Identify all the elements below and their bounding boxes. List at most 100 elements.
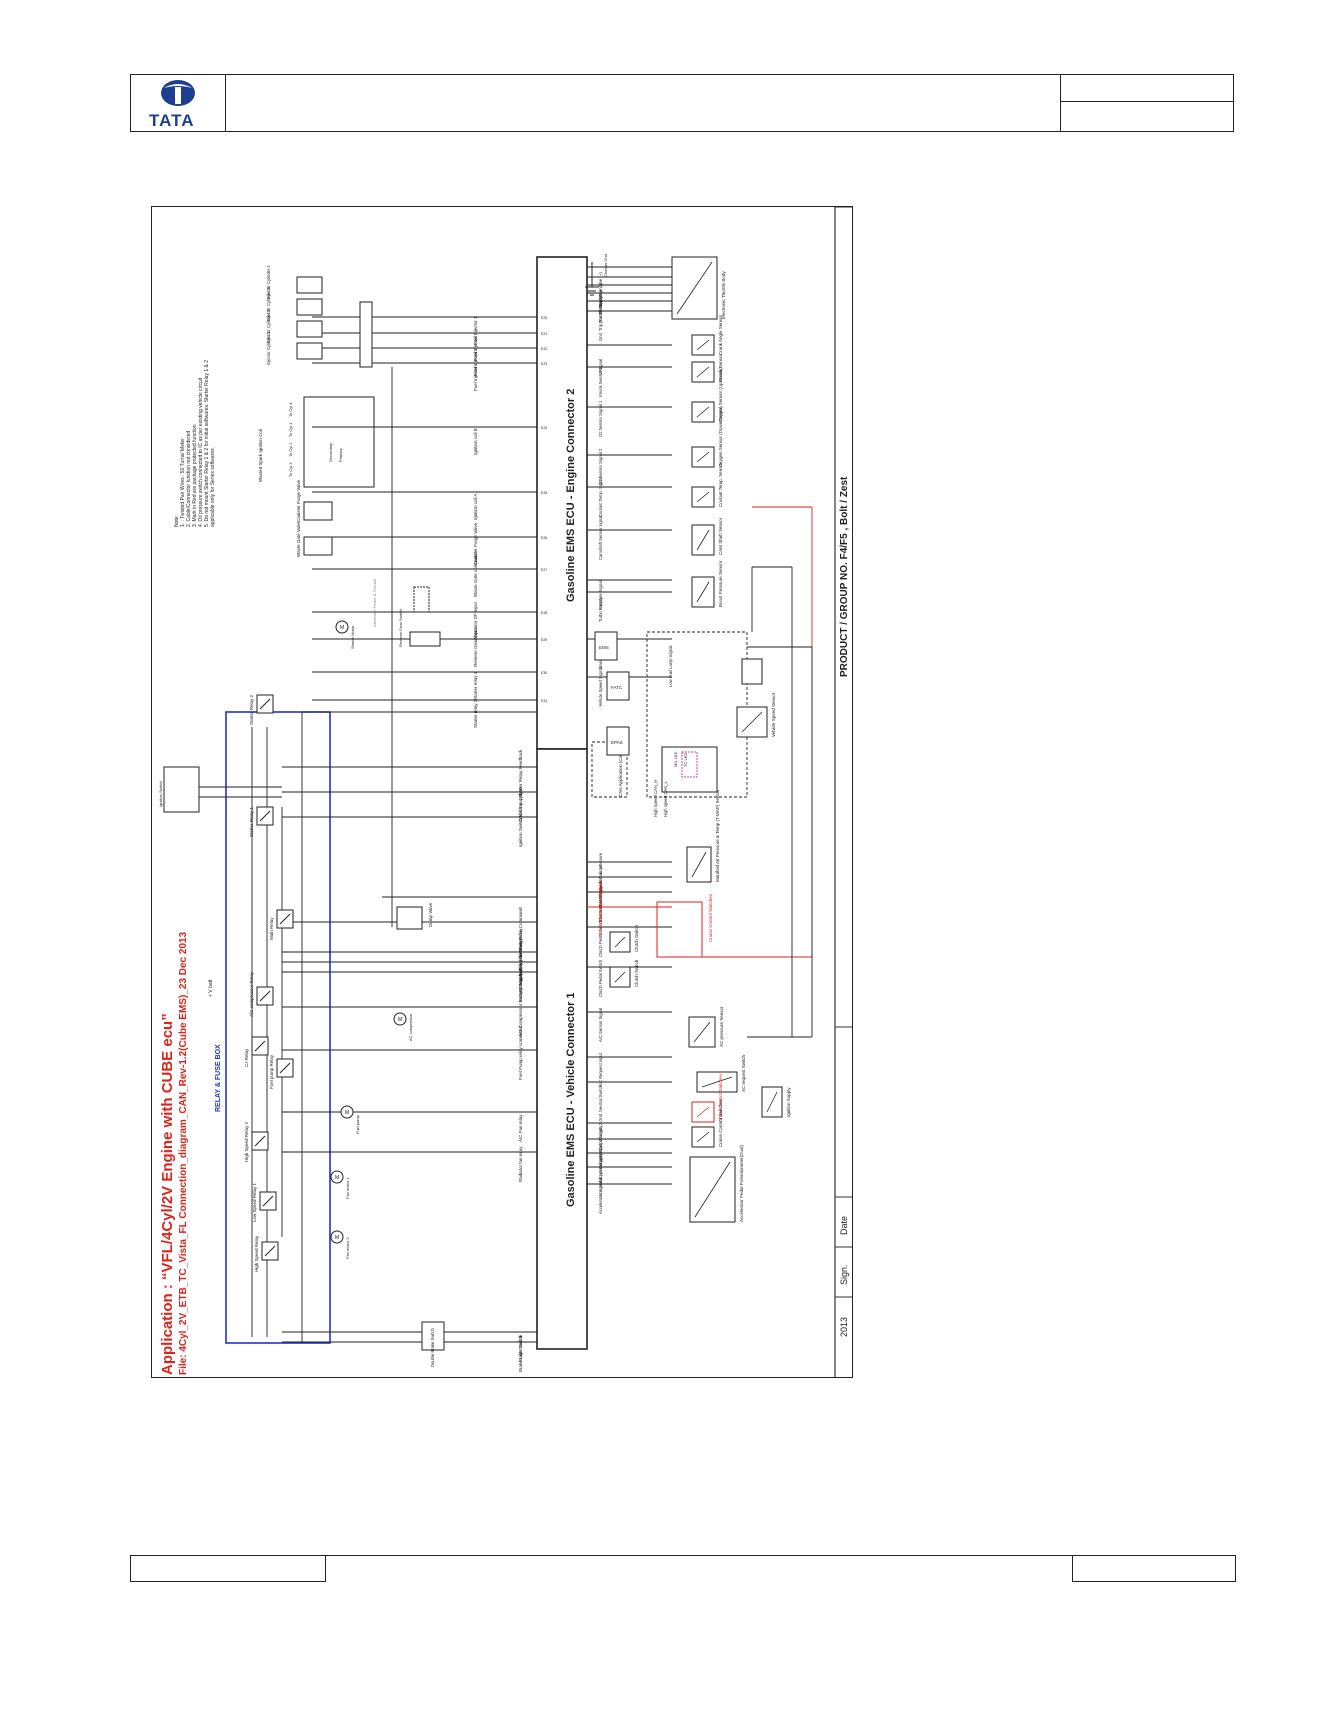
- fuel-injector: [296, 342, 323, 360]
- pin-label: E29: [541, 638, 547, 642]
- wiring-diagram-sheet: 2013 Sign. Date PRODUCT / GROUP NO. F4/F…: [151, 206, 853, 1378]
- pin-label: E20: [541, 316, 547, 320]
- ecu-connector-1-label: Gasoline EMS ECU - Vehicle Connector 1: [565, 992, 577, 1207]
- ac-comp-relay-label: A/C compressor Relay: [249, 971, 254, 1017]
- throttle-body-label: Electronic Throttle Body: [721, 271, 726, 319]
- crank-sensor-symbol: [696, 339, 710, 351]
- wires: [172, 266, 813, 1343]
- fuel-injector: [296, 320, 323, 338]
- low-fuel-lamp: [741, 658, 763, 685]
- high-speed-relay-contact: [264, 1245, 276, 1257]
- ecu2-signal-label: Waste Gate command: [473, 552, 478, 597]
- cruise-switch-symbol: [696, 1106, 710, 1118]
- right-signal-label: Clutch Pedal Switch: [598, 959, 603, 997]
- reverse-gear-label: Reverse Gear Switch: [398, 609, 403, 647]
- coolant-temp-sensor-symbol: [696, 491, 710, 503]
- relay-box-label: RELAY & FUSE BOX: [215, 1044, 222, 1112]
- right-signal-label: Throttle sensor 1: [598, 291, 603, 323]
- right-signal-label: Acc. pedal pot.1 Gnd: [598, 1143, 603, 1183]
- ground-icon: [585, 262, 599, 296]
- cylinder-label: To Cyl 4: [288, 402, 293, 417]
- tmap-sensor-label: Manifold Air Pressure & Temp (T-MAP) Sen…: [715, 789, 720, 882]
- ground-label: Chassis Gnd: [603, 254, 608, 277]
- waste-gate-label: Waste Gate Valve: [296, 521, 301, 557]
- starter-relay-2-label: Starter Relay 2: [249, 694, 254, 725]
- ecu-engine-connector-2: [536, 256, 588, 750]
- alternator: [413, 586, 430, 613]
- fuel-pump: [340, 1105, 354, 1119]
- wiring-diagram: 2013 Sign. Date PRODUCT / GROUP NO. F4/F…: [158, 207, 852, 1377]
- ignition-supply-label: Ignition Supply: [786, 1087, 791, 1117]
- hs-can-label: High Speed CAN_H: [653, 780, 658, 817]
- document-header: TATA: [130, 74, 1234, 132]
- dump-valve-label: Dump Valve: [428, 902, 433, 927]
- reverse-gear-switch: [409, 631, 441, 647]
- tmap-sensor-symbol: [691, 851, 707, 878]
- right-signal-label: Knock Sensor signal: [598, 359, 603, 397]
- cylinder-label: To Cyl 2: [288, 442, 293, 457]
- note-line: 1. : Twisted Pair Wires : 50 Turns/ Mete…: [180, 438, 186, 527]
- right-signal-label: O2 Sensor Signal 2: [598, 448, 603, 485]
- fuel-injector: [296, 276, 323, 294]
- right-signal-label: Acc. pedal pot.2 supply: [598, 1125, 603, 1169]
- fuel-injector: [296, 298, 323, 316]
- note-line: Note:: [174, 515, 180, 527]
- oxygen-upstream-symbol: [696, 406, 710, 418]
- pin-label: E27: [541, 568, 547, 572]
- right-signal-label: T-MAP Sensor Ground: [598, 864, 603, 907]
- canister-purge-valve: [303, 501, 333, 521]
- logo-text: TATA: [149, 111, 195, 130]
- knock-sensor-symbol: [696, 366, 710, 378]
- starter-relay-2-contact: [259, 698, 271, 710]
- cam-sensor-label: CAM Shaft Sensor: [718, 517, 723, 555]
- starter-relay-1-contact: [259, 810, 271, 822]
- ac-pressure-sensor-symbol: [693, 1021, 711, 1043]
- main-relay-label: Main Relay: [269, 917, 274, 940]
- ac-compressor: [393, 1012, 407, 1026]
- hs-can-l-label: High speed CAN_L: [663, 780, 668, 817]
- fan-motor-2-m: M: [335, 1235, 339, 1241]
- title-year: 2013: [839, 1317, 849, 1337]
- cj-relay-label: CJ Relay: [244, 1048, 249, 1067]
- tc-label: TC LED: [683, 753, 688, 767]
- pin-label: E25: [541, 491, 547, 495]
- cluster-led-box: [681, 751, 698, 778]
- ac-request-switch-symbol: [701, 1076, 733, 1088]
- ecu1-signal-label: A/C Compressor Relay Command: [518, 968, 523, 1037]
- right-signal-label: O2 Sensor Signal 1: [598, 400, 603, 437]
- right-signal-label: A/C Sensor Signal: [598, 1008, 603, 1042]
- cam-sensor-symbol: [696, 529, 710, 551]
- starter-motor-m: M: [340, 625, 344, 631]
- relay-fuse-box: [225, 711, 331, 1344]
- ems-label: EMS: [599, 645, 609, 650]
- header-info-box: [1060, 75, 1233, 131]
- ecu2-signal-label: Fuel Injector 3: [473, 347, 478, 376]
- cruise-control-box: [656, 901, 703, 958]
- vehicle-speed-sensor-label: Vehicle Speed Sensor: [771, 692, 776, 737]
- right-signal-label: Supply: [598, 596, 603, 610]
- footer-right-box: [1072, 1555, 1236, 1582]
- starter-relay-1-label: Starter Relay 1: [249, 806, 254, 837]
- ignition-switch-label: Ignition Switch: [158, 781, 163, 807]
- ecu2-signal-label: Alternator DF input: [473, 601, 478, 640]
- pin-label: E28: [541, 611, 547, 615]
- fuel-pump-label: Fuel pump: [355, 1114, 360, 1134]
- right-signal-label: Vehicle Speed Signal: [598, 667, 603, 707]
- waste-gate-valve: [303, 536, 333, 556]
- pin-label: E26: [541, 536, 547, 540]
- low-fuel-label: Low Fuel Lamp Signal: [668, 645, 673, 687]
- double-brake-switch: [421, 1321, 445, 1351]
- ecu1-signal-label: Radiator fan relay: [518, 1146, 523, 1182]
- note-line: 3. Mark in Red are package protected fun…: [192, 424, 198, 527]
- right-signal-label: Trip Valve (+): [598, 272, 603, 297]
- throttle-body-symbol: [676, 261, 713, 315]
- ac-comp-relay-contact: [259, 990, 271, 1002]
- ecu1-signal-label: A/C Fan relay: [518, 1114, 523, 1142]
- pin-label: E21: [541, 332, 547, 336]
- right-signal-label: Acc. pedal pot.1 supply: [598, 1153, 603, 1197]
- ecu2-signal-label: Ignition coil B: [473, 428, 478, 455]
- right-signal-label: Neutral Switch: [598, 1084, 603, 1112]
- ecu2-signal-label: Fuel Injector 2: [473, 332, 478, 361]
- right-signal-label: Trip Valve (-): [598, 283, 603, 307]
